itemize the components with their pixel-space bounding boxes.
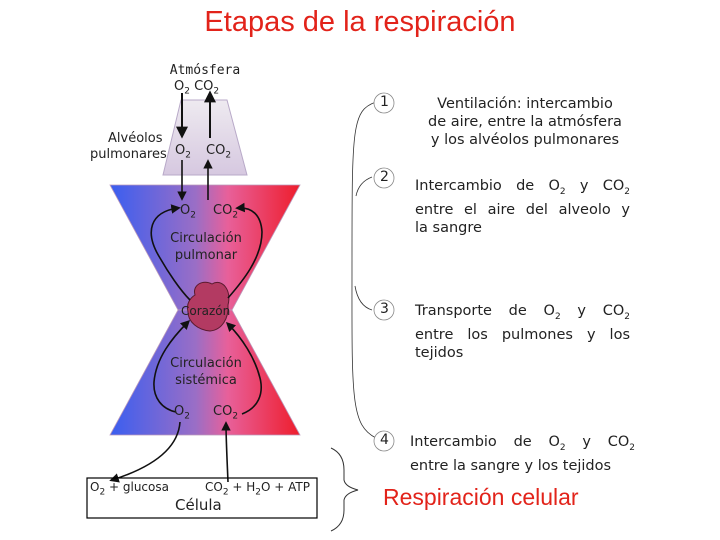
step-4-circle (373, 430, 395, 452)
step-3-number: 3 (380, 301, 389, 317)
alveolos-label-line2: pulmonares (90, 147, 167, 162)
cell-box (86, 477, 318, 519)
atmosphere-label: Atmósfera (169, 63, 241, 78)
alveolos-label: Alvéolos (108, 131, 163, 146)
cellular-respiration-label: Respiración celular (383, 484, 579, 510)
alveolus-shape (162, 99, 248, 176)
pulmonary-circulation-label: Circulación pulmonar (170, 231, 242, 263)
step-2-text: Intercambio de O2 y CO2 entre el aire de… (415, 178, 630, 236)
blood-flow-left-upper-arrow (150, 204, 191, 301)
alveolos-o2: O2 (175, 143, 191, 161)
cellular-respiration-brace (330, 447, 359, 532)
step-1-number: 1 (380, 94, 389, 110)
cell-input: O2 + glucosa (90, 480, 169, 498)
co2-from-cell-arrow (221, 421, 231, 483)
steps-bracket (351, 101, 377, 439)
step-2-number: 2 (380, 169, 389, 185)
blood-flow-right-lower-arrow (225, 321, 262, 415)
cell-output: CO2 + H2O + ATP (205, 480, 310, 498)
step-3-text: Transporte de O2 y CO2 entre los pulmone… (415, 303, 630, 361)
blood-flow-right-upper-arrow (227, 202, 263, 299)
step-2-circle (373, 167, 395, 189)
alveolos-co2: CO2 (206, 143, 232, 161)
step-4-number: 4 (380, 432, 389, 448)
tissue-o2: O2 (174, 404, 190, 422)
step-1-circle (373, 92, 395, 114)
atmosphere-gases: O2 CO2 (174, 79, 220, 97)
pulmonary-o2: O2 (180, 203, 196, 221)
blood-flow-left-lower-arrow (153, 319, 191, 413)
page-title: Etapas de la respiración (204, 6, 516, 38)
step-4-text: Intercambio de O2 y CO2 entre la sangre … (410, 434, 635, 474)
systemic-circulation-label: Circulación sistémica (170, 356, 242, 388)
cell-label: Célula (175, 496, 222, 514)
step-3-circle (373, 299, 395, 321)
o2-to-cell-arrow (109, 421, 181, 483)
heart-shape (187, 281, 230, 332)
pulmonary-co2: CO2 (213, 203, 239, 221)
tissue-co2: CO2 (213, 404, 239, 422)
step-1-text: Ventilación: intercambio de aire, entre … (428, 96, 622, 148)
heart-label: Corazón (181, 304, 231, 318)
